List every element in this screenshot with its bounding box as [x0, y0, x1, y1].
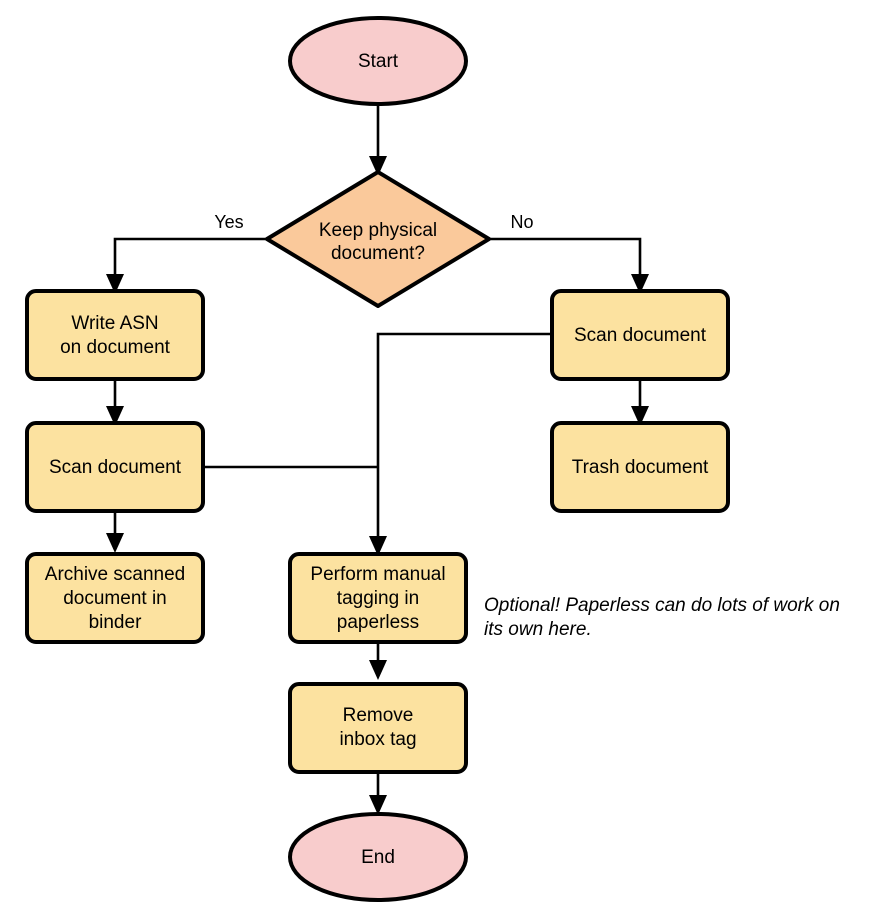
note-optional-paperless: Optional! Paperless can do lots of work …	[484, 595, 840, 640]
node-scan-document-left[interactable]: Scan document	[25, 421, 205, 513]
edge-remove-inbox-to-end	[369, 772, 387, 815]
arrowhead-icon	[106, 533, 124, 553]
write-asn-box-shape	[25, 289, 205, 381]
node-archive-label-line3: binder	[89, 612, 142, 633]
archive-box-shape	[25, 552, 205, 644]
edge-scan-left-to-archive	[106, 510, 124, 553]
edge-write-asn-to-scan-left	[106, 378, 124, 426]
trash-box-shape	[550, 421, 730, 513]
edge-scan-right-to-trash	[631, 378, 649, 426]
edge-manual-tagging-to-remove-inbox	[369, 642, 387, 680]
node-scan-document-right[interactable]: Scan document	[550, 289, 730, 381]
node-trash-document[interactable]: Trash document	[550, 421, 730, 513]
arrowhead-icon	[631, 274, 649, 294]
manual-tagging-box-shape	[288, 552, 468, 644]
node-decision-label-line1: Keep physical	[319, 220, 437, 241]
node-decision-keep-physical-document[interactable]: Keep physical document?	[265, 170, 491, 308]
node-write-asn[interactable]: Write ASN on document	[25, 289, 205, 381]
node-remove-inbox-label-line2: inbox tag	[339, 729, 416, 750]
node-manual-tagging-label-line3: paperless	[337, 612, 419, 633]
node-start-label: Start	[358, 51, 399, 72]
edge-decision-yes-to-write-asn	[106, 237, 267, 294]
node-perform-manual-tagging[interactable]: Perform manual tagging in paperless	[288, 552, 468, 644]
start-ellipse-shape	[288, 16, 468, 106]
arrowhead-icon	[106, 274, 124, 294]
node-archive-scanned-document[interactable]: Archive scanned document in binder	[25, 552, 205, 644]
node-write-asn-label-line1: Write ASN	[71, 313, 158, 334]
node-archive-label-line2: document in	[63, 588, 167, 609]
edge-decision-no-to-scan-right	[489, 237, 649, 294]
node-end[interactable]: End	[288, 812, 468, 902]
scan-right-box-shape	[550, 289, 730, 381]
node-archive-label-line1: Archive scanned	[45, 564, 185, 585]
remove-inbox-box-shape	[288, 682, 468, 774]
edge-scan-right-to-manual-tagging	[369, 332, 552, 556]
node-start[interactable]: Start	[288, 16, 468, 106]
scan-left-box-shape	[25, 421, 205, 513]
node-remove-inbox-tag[interactable]: Remove inbox tag	[288, 682, 468, 774]
note-optional-line2: its own here.	[484, 619, 592, 640]
node-scan-right-label: Scan document	[574, 325, 707, 346]
edge-start-to-decision	[369, 101, 387, 176]
node-manual-tagging-label-line1: Perform manual	[310, 564, 445, 585]
arrowhead-icon	[369, 536, 387, 556]
note-optional-line1: Optional! Paperless can do lots of work …	[484, 595, 840, 616]
end-ellipse-shape	[288, 812, 468, 902]
arrowhead-icon	[631, 406, 649, 426]
edge-label-no: No	[510, 212, 533, 232]
node-scan-left-label: Scan document	[49, 457, 182, 478]
node-remove-inbox-label-line1: Remove	[343, 705, 414, 726]
node-end-label: End	[361, 847, 395, 868]
edge-label-yes: Yes	[214, 212, 243, 232]
decision-diamond-shape	[265, 170, 491, 308]
node-manual-tagging-label-line2: tagging in	[337, 588, 419, 609]
arrowhead-icon	[369, 660, 387, 680]
node-decision-label-line2: document?	[331, 243, 425, 264]
node-trash-label: Trash document	[572, 457, 709, 478]
arrowhead-icon	[369, 795, 387, 815]
node-write-asn-label-line2: on document	[60, 337, 171, 358]
arrowhead-icon	[106, 406, 124, 426]
arrowhead-icon	[369, 156, 387, 176]
